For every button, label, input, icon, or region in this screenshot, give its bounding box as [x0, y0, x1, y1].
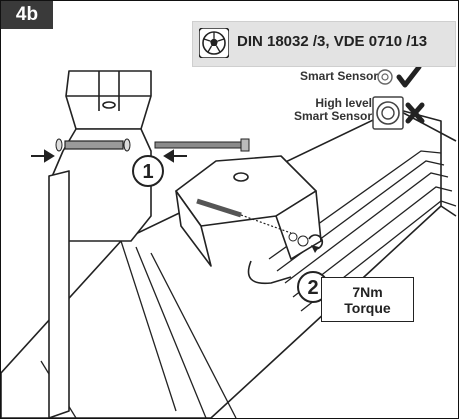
norm-text: DIN 18032 /3, VDE 0710 /13: [237, 33, 428, 50]
callout-1: 1: [142, 161, 154, 183]
torque-box: 7Nm Torque: [321, 277, 414, 322]
high-level-smart-sensor-label: High level Smart Sensor: [294, 97, 372, 123]
profile-grooves: [40, 150, 457, 418]
cross-icon: [405, 102, 425, 124]
high-level-line-1: High level: [315, 96, 372, 110]
callout-2: 2: [307, 277, 319, 299]
long-bolt: [154, 138, 250, 152]
rod-mounted: [196, 198, 324, 253]
step-label: 4b: [1, 1, 53, 29]
football-icon: [199, 28, 229, 58]
callout-circle-1: [132, 155, 164, 187]
high-level-line-2: Smart Sensor: [293, 109, 372, 123]
checkmark-icon: [396, 64, 422, 88]
rod-left: [55, 138, 131, 152]
torque-value: 7Nm: [352, 283, 383, 300]
torque-label: Torque: [344, 299, 391, 316]
bracket-mounted: [175, 155, 322, 285]
press-arrows: [31, 149, 187, 163]
high-level-smart-sensor-icon: [372, 96, 404, 130]
bracket-left: [48, 70, 152, 418]
smart-sensor-icon: [377, 69, 393, 85]
smart-sensor-label: Smart Sensor: [299, 69, 378, 83]
norm-standard-box: DIN 18032 /3, VDE 0710 /13: [192, 21, 456, 67]
